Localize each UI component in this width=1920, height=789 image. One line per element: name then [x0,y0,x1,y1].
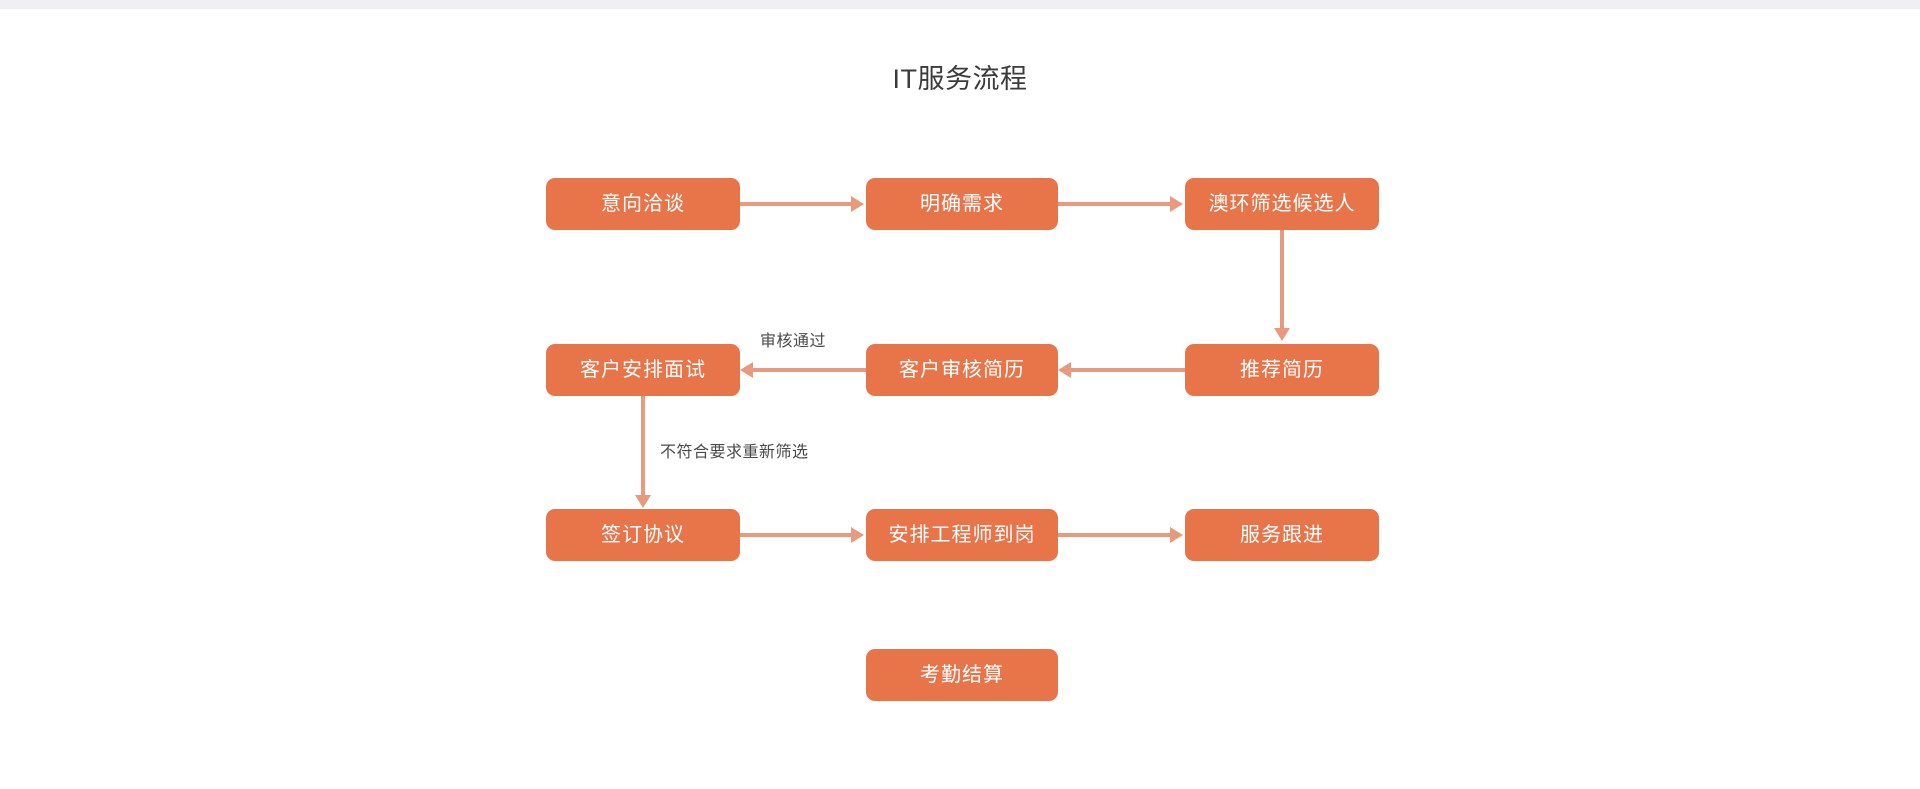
flow-node-clarify-requirements[interactable]: 明确需求 [866,178,1058,230]
edge-label-review-passed: 审核通过 [760,333,827,350]
edge-n7-n8-line [740,533,851,537]
edge-n5-n6-line [753,368,866,372]
edge-n3-n4-arrowhead-down-icon [1274,328,1290,341]
flow-node-attendance-settlement[interactable]: 考勤结算 [866,649,1058,701]
flow-node-engineer-onboarding[interactable]: 安排工程师到岗 [866,509,1058,561]
edge-n4-n5-arrowhead-left-icon [1058,362,1071,378]
edge-n6-n7-line [641,396,645,495]
flow-node-screen-candidates[interactable]: 澳环筛选候选人 [1185,178,1379,230]
edge-n1-n2-arrowhead-right-icon [851,196,864,212]
edge-n1-n2-line [740,202,851,206]
top-strip [0,0,1920,9]
edge-n3-n4-line [1280,230,1284,328]
flow-node-intent-negotiation[interactable]: 意向洽谈 [546,178,740,230]
edge-n7-n8-arrowhead-right-icon [851,527,864,543]
edge-n6-n7-arrowhead-down-icon [635,495,651,508]
edge-n8-n9-arrowhead-right-icon [1170,527,1183,543]
flow-node-client-arrange-interview[interactable]: 客户安排面试 [546,344,740,396]
edge-n2-n3-arrowhead-right-icon [1170,196,1183,212]
edge-label-rescreen-if-unqualified: 不符合要求重新筛选 [660,444,809,461]
flow-node-client-review-resume[interactable]: 客户审核简历 [866,344,1058,396]
flow-node-recommend-resume[interactable]: 推荐简历 [1185,344,1379,396]
page-title: IT服务流程 [892,64,1028,94]
flow-node-sign-agreement[interactable]: 签订协议 [546,509,740,561]
edge-n5-n6-arrowhead-left-icon [740,362,753,378]
edge-n8-n9-line [1058,533,1170,537]
edge-n2-n3-line [1058,202,1170,206]
flow-node-service-followup[interactable]: 服务跟进 [1185,509,1379,561]
edge-n4-n5-line [1071,368,1185,372]
